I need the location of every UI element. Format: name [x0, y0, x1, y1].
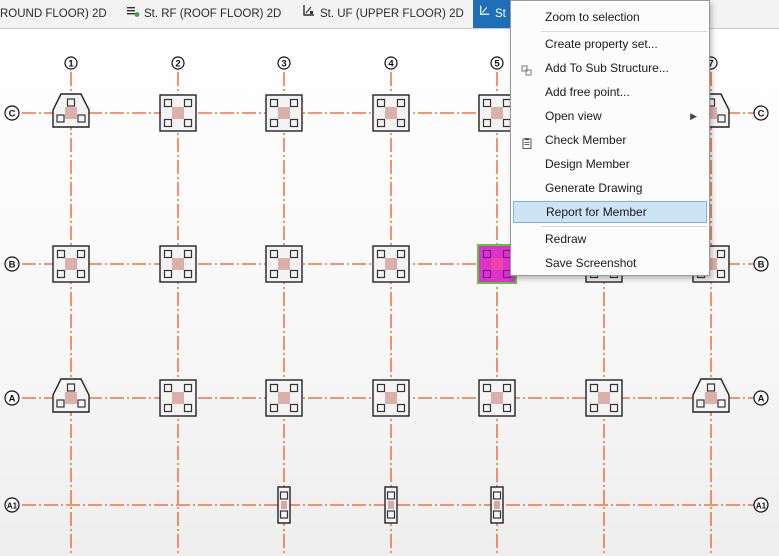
footing-member[interactable]	[52, 93, 90, 128]
drawing-canvas[interactable]: 1234567CCBBAAA1A1	[0, 29, 779, 556]
tab-label: St	[495, 8, 506, 21]
menu-item-zoom-to-selection[interactable]: Zoom to selection	[513, 6, 707, 28]
footing-member[interactable]	[478, 379, 516, 417]
footing-member[interactable]	[159, 379, 197, 417]
svg-text:5: 5	[494, 59, 500, 70]
menu-item-generate-drawing[interactable]: Generate Drawing	[513, 177, 707, 199]
structure-view-icon	[126, 0, 140, 28]
footing-member[interactable]	[372, 245, 410, 283]
grid-label-row-A1: A1	[4, 497, 20, 513]
menu-item-add-to-sub-structure[interactable]: Add To Sub Structure...	[513, 57, 707, 79]
footing-member[interactable]	[372, 379, 410, 417]
menu-item-label: Report for Member	[546, 205, 647, 219]
tab-upper-floor-2d[interactable]: St. UF (UPPER FLOOR) 2D	[302, 0, 464, 28]
footing-member[interactable]	[159, 245, 197, 283]
menu-item-label: Zoom to selection	[545, 10, 640, 24]
menu-item-label: Redraw	[545, 232, 587, 246]
menu-item-check-member[interactable]: Check Member	[513, 129, 707, 151]
footing-member[interactable]	[585, 379, 623, 417]
grid-label-column-4: 4	[384, 56, 398, 70]
footing-member[interactable]	[52, 245, 90, 283]
menu-item-label: Design Member	[545, 157, 630, 171]
grid-label-column-5: 5	[490, 56, 504, 70]
footing-member[interactable]	[692, 378, 730, 413]
footing-member[interactable]	[265, 379, 303, 417]
footing-member[interactable]	[372, 94, 410, 132]
menu-item-save-screenshot[interactable]: Save Screenshot	[513, 252, 707, 274]
tab-label: ROUND FLOOR) 2D	[0, 8, 107, 20]
footing-member[interactable]	[490, 486, 504, 524]
plan-view-icon	[479, 0, 491, 28]
menu-item-open-view[interactable]: Open view ▶	[513, 105, 707, 127]
menu-item-report-for-member[interactable]: Report for Member	[513, 201, 707, 223]
tab-label: St. RF (ROOF FLOOR) 2D	[144, 8, 282, 21]
menu-item-label: Create property set...	[545, 37, 658, 51]
tab-roof-floor-2d[interactable]: St. RF (ROOF FLOOR) 2D	[126, 0, 281, 28]
grid-label-row-C: C	[4, 105, 20, 121]
footing-member[interactable]	[277, 486, 291, 524]
grid-label-row-B: B	[4, 256, 20, 272]
svg-text:1: 1	[68, 59, 74, 70]
clipboard-icon	[521, 134, 533, 149]
menu-item-label: Generate Drawing	[545, 181, 643, 195]
footing-member[interactable]	[265, 245, 303, 283]
svg-text:3: 3	[281, 59, 286, 70]
tab-ground-floor-2d[interactable]: ROUND FLOOR) 2D	[0, 0, 107, 28]
svg-text:C: C	[9, 109, 16, 120]
grid-label-column-1: 1	[64, 56, 78, 70]
footing-member[interactable]	[159, 94, 197, 132]
grid-label-column-2: 2	[171, 56, 185, 70]
menu-item-redraw[interactable]: Redraw	[513, 228, 707, 250]
menu-item-label: Save Screenshot	[545, 256, 637, 270]
svg-text:4: 4	[388, 59, 394, 70]
grid-label-row-A: A	[753, 390, 769, 406]
menu-item-label: Open view	[545, 109, 602, 123]
grid-label-column-3: 3	[277, 56, 291, 70]
grid-label-row-A1: A1	[753, 497, 769, 513]
menu-item-label: Check Member	[545, 133, 627, 147]
svg-text:A: A	[9, 394, 16, 405]
svg-text:A: A	[758, 394, 765, 405]
menu-item-design-member[interactable]: Design Member	[513, 153, 707, 175]
footing-member[interactable]	[384, 486, 398, 524]
menu-separator	[541, 226, 707, 227]
svg-text:2: 2	[175, 59, 180, 70]
svg-text:B: B	[9, 260, 16, 271]
svg-text:A1: A1	[756, 502, 767, 511]
grid-label-row-B: B	[753, 256, 769, 272]
menu-separator	[541, 31, 707, 32]
menu-item-add-free-point[interactable]: Add free point...	[513, 81, 707, 103]
menu-item-create-property-set[interactable]: Create property set...	[513, 33, 707, 55]
footing-member[interactable]	[52, 378, 90, 413]
selected-member[interactable]	[477, 244, 517, 284]
menu-item-label: Add To Sub Structure...	[545, 61, 669, 75]
grid-label-row-A: A	[4, 390, 20, 406]
substructure-icon	[521, 62, 533, 76]
submenu-arrow-icon: ▶	[690, 111, 697, 121]
svg-text:7: 7	[708, 59, 713, 70]
svg-text:B: B	[758, 260, 765, 271]
plan-view-icon	[302, 0, 316, 28]
footing-member[interactable]	[478, 94, 516, 132]
menu-item-label: Add free point...	[545, 85, 630, 99]
footing-member[interactable]	[265, 94, 303, 132]
context-menu: Zoom to selection Create property set...…	[510, 0, 710, 276]
svg-text:C: C	[758, 109, 765, 120]
svg-text:A1: A1	[7, 502, 18, 511]
grid-label-row-C: C	[753, 105, 769, 121]
tab-label: St. UF (UPPER FLOOR) 2D	[320, 8, 464, 21]
